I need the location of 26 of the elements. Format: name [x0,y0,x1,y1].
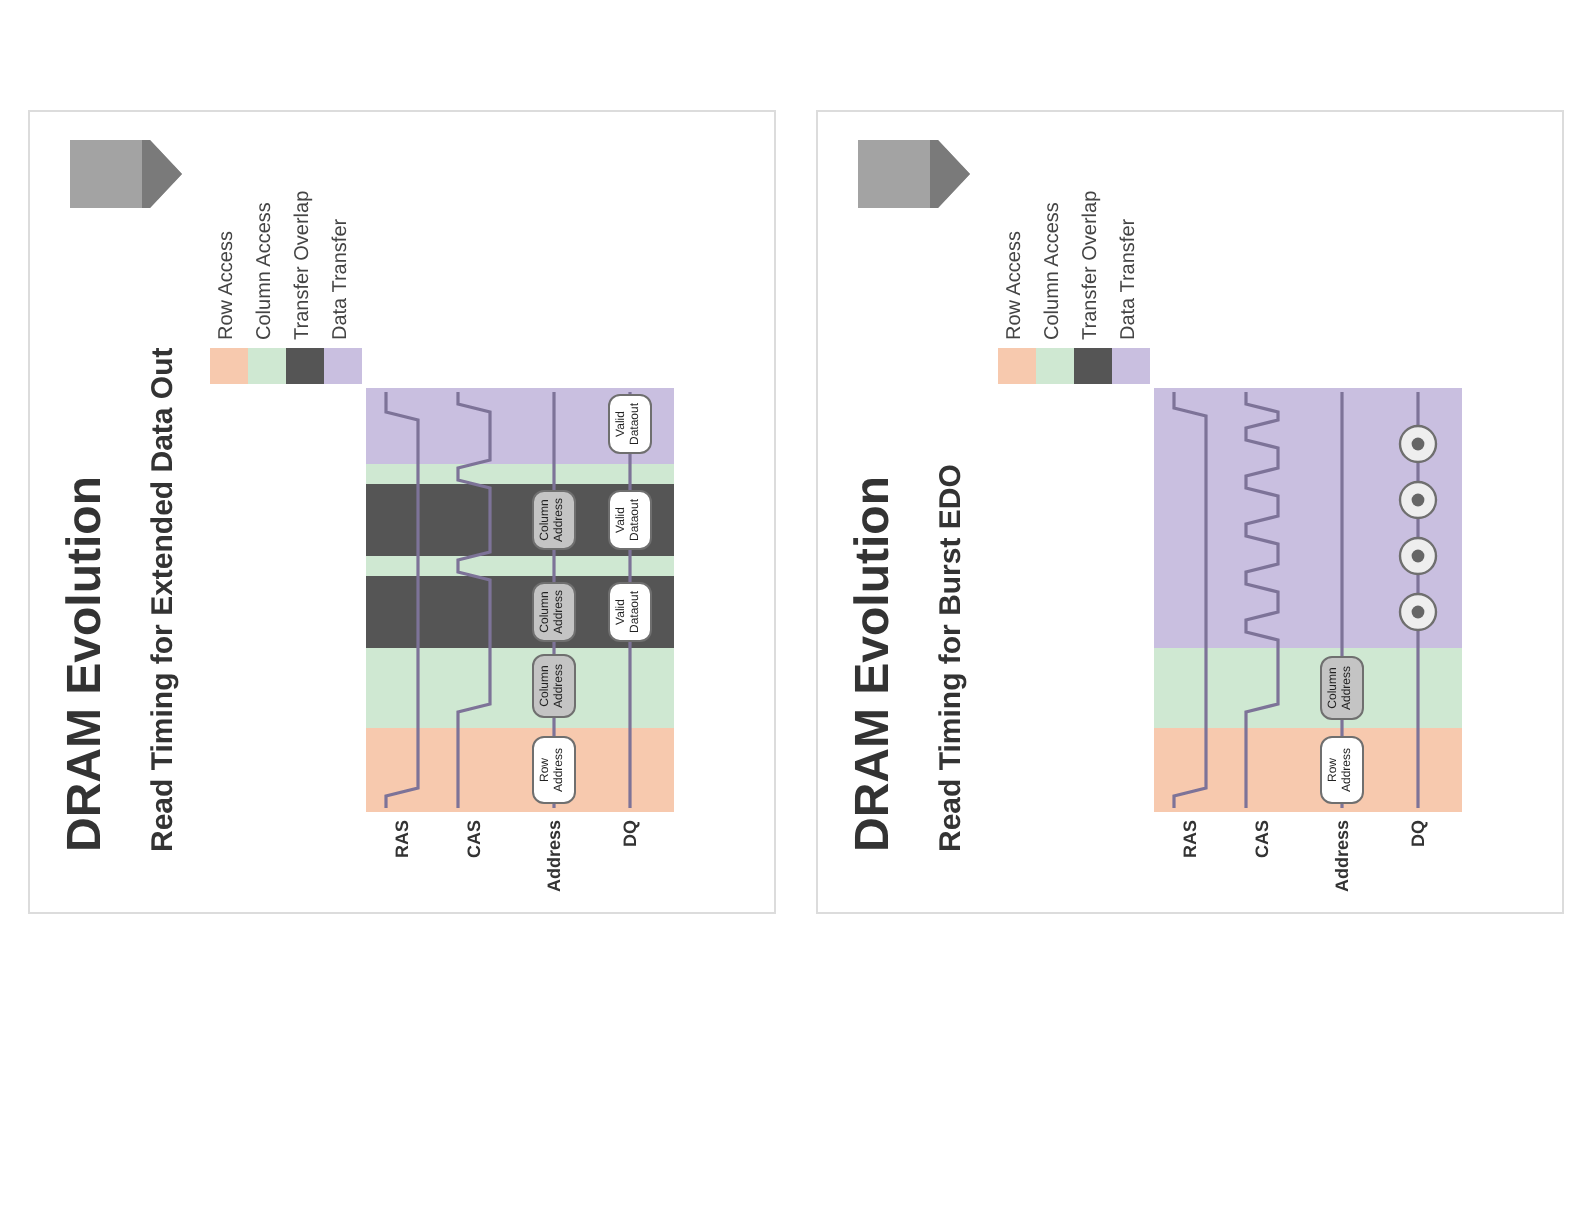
signal-label: Address [1332,820,1352,893]
signal-label: Address [544,820,564,893]
signal-label: DQ [620,820,640,847]
signal-label: CAS [1252,820,1272,859]
data-bead [1398,480,1438,520]
legend-label: Data Transfer [1118,218,1142,340]
legend-label: Transfer Overlap [292,190,316,340]
slide-title: DRAM Evolution [58,476,114,852]
slide-panel [28,110,776,914]
legend-label: Column Access [1042,202,1066,340]
data-bead [1398,592,1438,632]
legend-label: Transfer Overlap [1080,190,1104,340]
data-bead [1398,536,1438,576]
signal-label: RAS [392,820,412,859]
slide-subtitle: Read Timing for Extended Data Out [146,347,182,852]
slide-subtitle: Read Timing for Burst EDO [934,464,970,852]
legend-label: Row Access [216,231,240,340]
signal-label: RAS [1180,820,1200,859]
data-bead [1398,424,1438,464]
slide-title: DRAM Evolution [846,476,902,852]
legend-label: Row Access [1004,231,1028,340]
legend-label: Data Transfer [330,218,354,340]
legend-label: Column Access [254,202,278,340]
signal-label: DQ [1408,820,1428,847]
slide-panel [816,110,1564,914]
signal-label: CAS [464,820,484,859]
